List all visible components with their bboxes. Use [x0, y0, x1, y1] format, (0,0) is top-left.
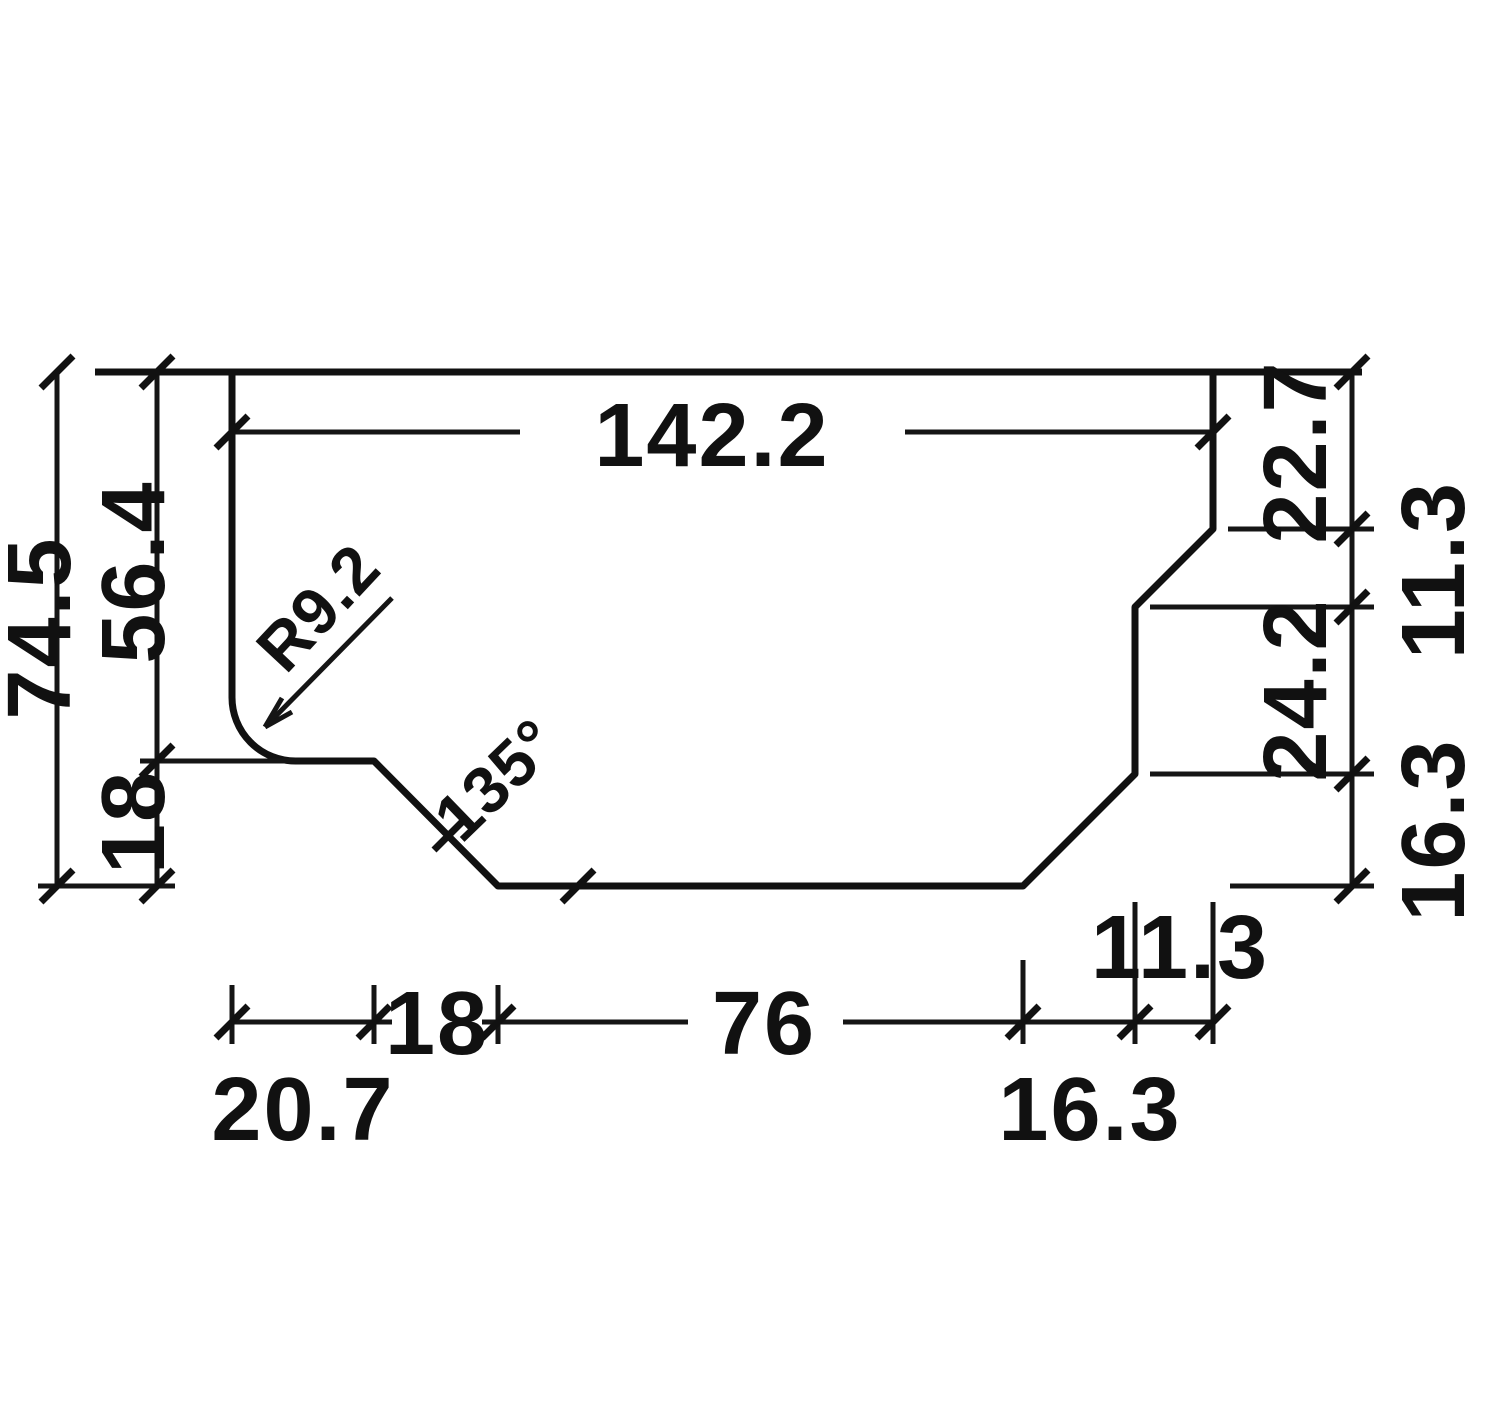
- label-bottom-seg5: 11.3: [1091, 898, 1269, 998]
- label-overall-width: 142.2: [594, 386, 829, 486]
- label-right-top: 22.7: [1246, 360, 1346, 543]
- tick: [1333, 510, 1371, 548]
- radius-leader-arrow: [262, 696, 294, 730]
- dimension-lines: [54, 372, 1355, 1025]
- profile-path: [228, 368, 1217, 890]
- tick: [138, 742, 176, 780]
- tick: [213, 1003, 251, 1041]
- label-bottom-seg4: 16.3: [998, 1060, 1181, 1160]
- tick: [213, 413, 251, 451]
- label-right-bottom: 16.3: [1384, 738, 1484, 921]
- tick: [38, 867, 76, 905]
- label-left-lower: 18: [84, 770, 184, 874]
- label-left-upper: 56.4: [84, 480, 184, 663]
- tick: [1333, 755, 1371, 793]
- label-bottom-seg1: 20.7: [211, 1060, 394, 1160]
- tick: [1333, 867, 1371, 905]
- label-fillet-radius: R9.2: [242, 530, 394, 685]
- profile-outline: [95, 368, 1362, 890]
- dimension-ticks: [38, 353, 1371, 1041]
- tick: [1194, 413, 1232, 451]
- tick: [479, 1003, 517, 1041]
- radius-leader-line: [263, 596, 394, 729]
- label-overall-height: 74.5: [0, 536, 90, 719]
- tick: [1333, 353, 1371, 391]
- tick: [138, 867, 176, 905]
- tick: [1004, 1003, 1042, 1041]
- label-bottom-seg3: 76: [712, 974, 816, 1074]
- tick: [138, 353, 176, 391]
- label-right-lower-mid: 24.2: [1246, 598, 1346, 781]
- tick: [1116, 1003, 1154, 1041]
- tick: [38, 353, 76, 391]
- angle-tick: [559, 867, 597, 905]
- label-bottom-seg2: 18: [385, 974, 489, 1074]
- tick: [1333, 588, 1371, 626]
- angle-tick: [431, 819, 465, 853]
- tick: [1194, 1003, 1232, 1041]
- label-right-upper-mid: 11.3: [1384, 481, 1484, 659]
- tick: [355, 1003, 393, 1041]
